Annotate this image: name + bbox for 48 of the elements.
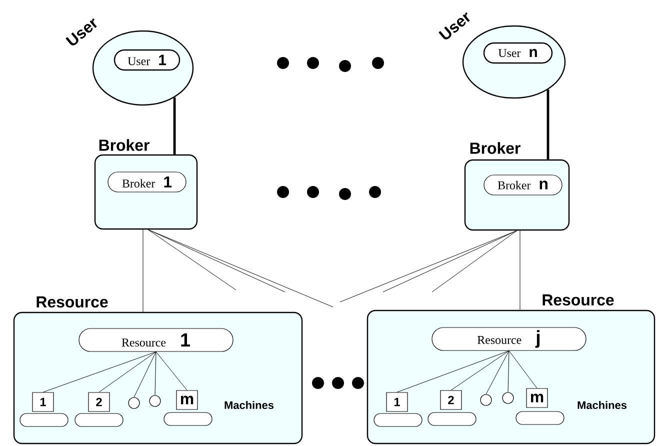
resource-label: Resource 1 bbox=[78, 328, 234, 352]
machine-drawing: 1 bbox=[374, 392, 422, 427]
connector-line bbox=[173, 97, 176, 154]
node-label: Broker bbox=[470, 142, 520, 154]
node-label: 1 bbox=[40, 398, 46, 406]
node-label: 1 bbox=[394, 398, 400, 406]
machine-drawing: m bbox=[164, 390, 212, 426]
connector-line bbox=[148, 229, 236, 290]
connector-line bbox=[508, 350, 510, 392]
broker-label: Broker 1 bbox=[108, 172, 186, 192]
machine-drawing: 2 bbox=[74, 392, 124, 427]
connector-line bbox=[508, 350, 538, 388]
connector-line bbox=[546, 90, 550, 160]
broker-label: Broker n bbox=[484, 174, 562, 196]
connector-line bbox=[156, 352, 188, 390]
connector-line bbox=[154, 352, 156, 396]
node-label: User bbox=[438, 12, 470, 40]
circle bbox=[502, 392, 514, 404]
machine-drawing: 1 bbox=[20, 392, 68, 427]
connector-line bbox=[450, 350, 510, 390]
node-label: 2 bbox=[448, 396, 454, 404]
connector-line bbox=[432, 230, 518, 292]
circle bbox=[149, 395, 161, 407]
node-label: m bbox=[530, 394, 544, 402]
user-label: User 1 bbox=[114, 49, 180, 71]
connector-line bbox=[396, 350, 510, 392]
node-label: Resource bbox=[36, 296, 108, 308]
node-label: m bbox=[180, 396, 194, 404]
node-label: Resource bbox=[542, 294, 614, 306]
machine-drawing: m bbox=[516, 388, 564, 425]
machines-label: Machines bbox=[578, 400, 627, 410]
user-label: User n bbox=[483, 42, 553, 64]
machines-label: Machines bbox=[224, 400, 274, 410]
node-label: 2 bbox=[96, 398, 102, 406]
connector-line bbox=[148, 229, 334, 308]
connector-line bbox=[98, 352, 156, 392]
connector-line bbox=[340, 230, 518, 302]
connector-line bbox=[142, 229, 144, 312]
connector-line bbox=[42, 352, 156, 392]
circle bbox=[128, 397, 140, 409]
node-label: Broker bbox=[99, 139, 150, 151]
machine-drawing: 2 bbox=[428, 390, 476, 426]
resource-label: Resource j bbox=[432, 327, 586, 351]
node-label: User bbox=[66, 18, 97, 46]
connector-line bbox=[134, 352, 156, 398]
circle bbox=[480, 394, 492, 406]
connector-line bbox=[486, 350, 510, 394]
connector-line bbox=[382, 230, 518, 292]
